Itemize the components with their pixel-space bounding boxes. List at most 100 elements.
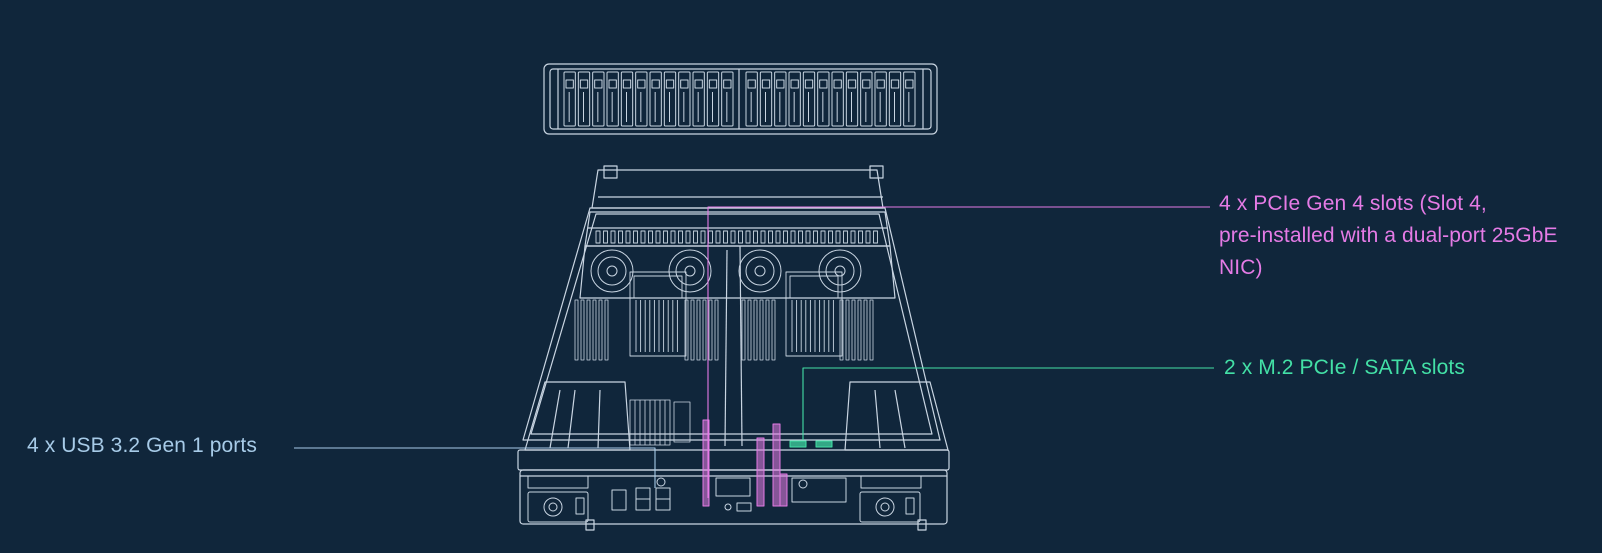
drive-bay xyxy=(774,71,787,127)
drive-bay xyxy=(802,71,816,127)
drive-bay-latch xyxy=(594,79,603,89)
drive-bay xyxy=(860,71,873,127)
drive-bay-latch xyxy=(761,79,771,89)
dimm-slot xyxy=(857,299,862,361)
chassis xyxy=(517,165,950,531)
usb-label-line-1: 4 x USB 3.2 Gen 1 ports xyxy=(27,434,257,457)
drive-bay xyxy=(692,71,705,127)
pcie-slot xyxy=(702,419,710,507)
backplane-slot xyxy=(610,230,616,244)
backplane-slot xyxy=(850,230,856,244)
cpu-heatsink xyxy=(785,271,843,357)
m2-slot xyxy=(815,440,833,448)
backplane-slot xyxy=(858,230,863,244)
backplane-slot xyxy=(723,230,728,244)
drive-bay-latch xyxy=(776,79,785,89)
drive-bay xyxy=(620,71,634,127)
fan-ring xyxy=(745,256,775,286)
backplane-slot xyxy=(730,230,736,244)
backplane-slot xyxy=(813,230,818,244)
drive-bay-latch xyxy=(637,79,646,89)
dimm-slot xyxy=(690,299,695,361)
cpu-heatsinks xyxy=(629,271,843,357)
pcie-leader-line xyxy=(707,206,1210,498)
drive-bay-latch xyxy=(790,79,799,89)
backplane-slot xyxy=(835,230,841,244)
drive-bay xyxy=(721,71,734,127)
dimm-slots xyxy=(574,299,874,361)
fan-hub xyxy=(754,265,766,277)
backplane-slot xyxy=(798,230,803,244)
backplane-slot xyxy=(678,230,683,244)
dimm-slot xyxy=(598,299,603,361)
drive-bay xyxy=(663,71,677,127)
drive-bay-latch xyxy=(665,79,675,89)
pcie-slot xyxy=(756,437,765,507)
drive-bay xyxy=(592,71,605,127)
backplane-slot xyxy=(805,230,811,244)
backplane-slot xyxy=(843,230,848,244)
drive-bay-latch xyxy=(890,79,900,89)
dimm-slot xyxy=(592,299,597,361)
drive-bay xyxy=(706,71,720,127)
dimm-slot xyxy=(702,299,707,361)
drive-bay-latch xyxy=(694,79,703,89)
usb-ports-label: 4 x USB 3.2 Gen 1 ports xyxy=(27,430,257,462)
backplane-slot xyxy=(655,230,661,244)
backplane-slot xyxy=(865,230,871,244)
drive-bay-latch xyxy=(833,79,842,89)
m2-slot xyxy=(789,440,807,448)
dimm-slot xyxy=(753,299,758,361)
dimm-slot xyxy=(869,299,874,361)
drive-bay-latch xyxy=(708,79,718,89)
drive-bay xyxy=(759,71,773,127)
backplane-slot xyxy=(820,230,826,244)
drive-bay xyxy=(903,71,916,127)
backplane-slot xyxy=(873,230,878,244)
drive-bay-latch xyxy=(608,79,617,89)
dimm-slot xyxy=(580,299,585,361)
drive-bay xyxy=(888,71,902,127)
dimm-slot xyxy=(696,299,701,361)
fan-hub xyxy=(606,265,618,277)
drive-bay-latch xyxy=(579,79,589,89)
backplane-slot xyxy=(595,230,601,244)
dimm-slot xyxy=(771,299,776,361)
drive-bay-latch xyxy=(862,79,871,89)
backplane-slot xyxy=(790,230,796,244)
dimm-slot xyxy=(604,299,609,361)
fan-icon xyxy=(590,249,634,293)
backplane-slot xyxy=(618,230,623,244)
fans xyxy=(590,249,862,293)
backplane-slot xyxy=(828,230,833,244)
drive-bay xyxy=(577,71,591,127)
backplane-slot xyxy=(715,230,721,244)
drive-bay xyxy=(649,71,662,127)
drive-bay xyxy=(874,71,887,127)
backplane-slots xyxy=(595,230,878,244)
fan-icon xyxy=(818,249,862,293)
usb-port xyxy=(611,489,627,511)
pcie-slots xyxy=(702,419,788,507)
pcie-slots-label: 4 x PCIe Gen 4 slots (Slot 4, pre-instal… xyxy=(1219,188,1558,284)
fan-icon xyxy=(668,249,712,293)
backplane-slot xyxy=(753,230,758,244)
drive-bay-latch xyxy=(723,79,732,89)
dimm-slot xyxy=(747,299,752,361)
dimm-slot xyxy=(684,299,689,361)
drive-bay xyxy=(606,71,619,127)
drive-bay xyxy=(745,71,758,127)
drive-bay xyxy=(845,71,859,127)
cpu-heatsink xyxy=(629,271,687,357)
drive-bays xyxy=(563,71,916,127)
pcie-label-line-3: NIC) xyxy=(1219,256,1263,279)
pcie-label-line-1: 4 x PCIe Gen 4 slots (Slot 4, xyxy=(1219,192,1487,215)
drive-bay-latch xyxy=(747,79,756,89)
backplane-slot xyxy=(648,230,653,244)
dimm-slot xyxy=(708,299,713,361)
m2-label-line-1: 2 x M.2 PCIe / SATA slots xyxy=(1224,356,1465,379)
backplane-slot xyxy=(775,230,781,244)
drive-bay-latch xyxy=(651,79,660,89)
dimm-slot xyxy=(839,299,844,361)
